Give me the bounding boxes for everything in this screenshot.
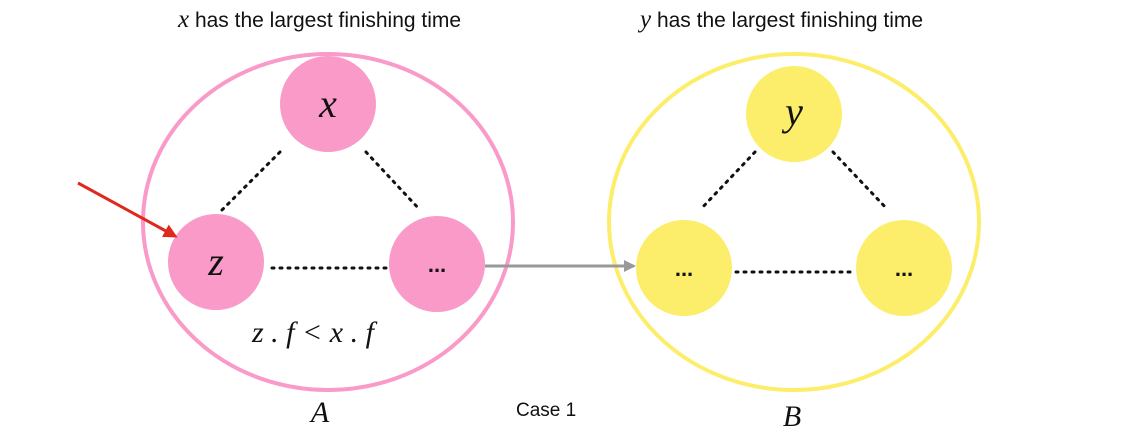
group-a-caption-text: has the largest finishing time: [189, 9, 462, 32]
node-b-left: [636, 220, 732, 316]
edge-b-top-right: [831, 150, 890, 212]
edge-a-top-left: [220, 150, 282, 212]
node-a-top: [280, 56, 376, 152]
group-a-caption-var: x: [178, 6, 190, 33]
group-a-boundary: [141, 52, 515, 392]
node-b-top: [746, 66, 842, 162]
node-a-right-label: ...: [427, 252, 447, 277]
group-b-caption-text: has the largest finishing time: [651, 9, 924, 32]
node-a-left: [168, 214, 264, 310]
finish-time-relation: z . f < x . f: [252, 316, 374, 349]
node-b-top-label: y: [785, 89, 803, 134]
group-b-label: B: [782, 400, 802, 433]
case-label: Case 1: [516, 400, 577, 421]
group-a-label: A: [310, 396, 330, 429]
group-b-caption: y has the largest finishing time: [640, 6, 923, 34]
node-b-right: [856, 220, 952, 316]
node-a-left-label: z: [208, 239, 224, 284]
pointer-arrow: [77, 181, 178, 238]
node-b-right-label: ...: [894, 256, 914, 281]
group-b-boundary: [607, 52, 981, 392]
group-a-caption: x has the largest finishing time: [178, 6, 461, 34]
edge-a-top-right: [364, 150, 422, 212]
group-b-caption-var: y: [640, 6, 652, 33]
node-b-left-label: ...: [674, 256, 694, 281]
edge-b-top-left: [698, 150, 757, 212]
node-a-right: [389, 216, 485, 312]
node-a-top-label: x: [319, 81, 337, 126]
